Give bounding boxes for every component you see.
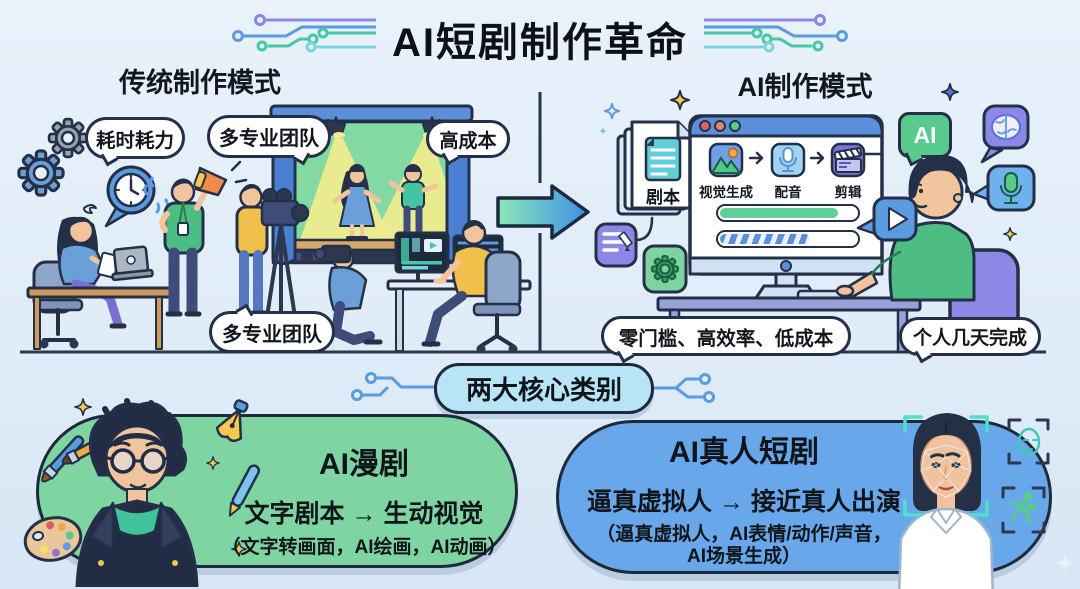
realistic-card-title: AI真人短剧 <box>669 436 819 469</box>
speech-bubble-time-cost: 耗时耗力 <box>85 117 185 159</box>
sparkle-icon <box>598 126 608 136</box>
gear-tile-icon <box>642 244 688 294</box>
progress-fill-striped <box>720 234 810 244</box>
sparkle-icon <box>1003 226 1017 242</box>
face-mesh-overlay <box>920 444 972 498</box>
ai-creator-figure <box>835 155 976 302</box>
ai-badge: AI <box>898 112 952 158</box>
transition-arrow-icon <box>496 184 590 240</box>
step-label-editing: 剪辑 <box>834 185 862 200</box>
clock-icon <box>104 165 169 228</box>
actor-figure <box>388 164 439 240</box>
progress-bar-generation <box>716 204 860 222</box>
circuit-decoration-pill-right <box>648 373 715 403</box>
progress-bar-rendering <box>716 230 860 248</box>
page-title: AI短剧制作革命 <box>392 21 688 65</box>
manga-artist-avatar <box>75 398 199 587</box>
actress-figure <box>332 164 382 240</box>
sparkle-icon <box>941 83 959 101</box>
ai-realistic-card: AI真人短剧 逼真虚拟人 → 接近真人出演 （逼真虚拟人，AI表情/动作/声音，… <box>556 413 1074 589</box>
realistic-card-flow: 逼真虚拟人 → 接近真人出演 <box>587 488 901 516</box>
sparkle-icon <box>206 456 220 470</box>
scan-frame-icon <box>903 415 989 517</box>
step-arrow-icon <box>749 151 764 165</box>
microphone-icon <box>770 142 806 178</box>
paintbrush-icon <box>61 430 118 465</box>
manga-card-text: AI漫剧 文字剧本 → 生动视觉 （文字转画面，AI绘画，AI动画） <box>219 427 509 559</box>
step-label-dubbing: 配音 <box>774 185 802 200</box>
realistic-card-detail-line2: AI场景生成） <box>686 546 801 567</box>
sparkle-icon <box>670 90 690 110</box>
brain-bubble-icon <box>980 104 1030 164</box>
manga-card-flow: 文字剧本 → 生动视觉 <box>244 500 484 528</box>
computer-desk <box>656 296 922 312</box>
writer-figure <box>26 204 172 350</box>
step-arrow-icon <box>810 151 825 165</box>
speech-bubble-personal: 个人几天完成 <box>899 317 1041 356</box>
speech-bubble-high-cost: 高成本 <box>426 120 510 158</box>
video-camera-icon <box>320 244 352 264</box>
writer-desk <box>26 286 172 299</box>
sparkle-icon <box>603 102 621 120</box>
editor-station <box>386 219 532 354</box>
step-label-visual: 视觉生成 <box>699 185 753 200</box>
category-pill: 两大核心类别 <box>434 363 654 414</box>
laptop-icon <box>111 245 154 282</box>
glasses-icon <box>110 448 136 474</box>
left-section-title: 传统制作模式 <box>119 68 281 98</box>
ai-workflow-panel: 视觉生成 配音 剪辑 <box>694 140 878 256</box>
clapperboard-icon <box>830 142 866 178</box>
motion-capture-icon <box>1001 486 1046 534</box>
kneeling-cameraman-figure <box>314 244 383 345</box>
camera-operator-figure <box>235 183 310 321</box>
script-label: 剧本 <box>646 188 680 207</box>
microphone-bubble-icon <box>972 164 1036 212</box>
realistic-card-text: AI真人短剧 逼真虚拟人 → 接近真人出演 （逼真虚拟人，AI表情/动作/声音，… <box>579 427 909 568</box>
right-section-title: AI制作模式 <box>737 72 873 102</box>
speech-bubble-team-top: 多专业团队 <box>207 115 331 158</box>
script-editing-tile-icon <box>594 222 638 268</box>
circuit-decoration-pill-left <box>351 372 435 401</box>
progress-fill-green <box>720 208 838 218</box>
manga-card-title: AI漫剧 <box>319 448 409 481</box>
image-icon <box>708 142 744 178</box>
speech-bubble-benefits: 零门槛、高效率、低成本 <box>601 316 851 356</box>
play-bubble-icon <box>856 196 918 242</box>
office-chair <box>484 250 522 312</box>
speech-bubble-team-bottom: 多专业团队 <box>209 311 335 353</box>
realistic-card-detail-line1: （逼真虚拟人，AI表情/动作/声音， <box>596 524 892 545</box>
manga-card-detail: （文字转画面，AI绘画，AI动画） <box>221 537 507 558</box>
virtual-human-avatar <box>898 413 994 589</box>
director-figure <box>143 160 248 317</box>
ai-manga-card: AI漫剧 文字剧本 → 生动视觉 （文字转画面，AI绘画，AI动画） <box>23 398 518 587</box>
